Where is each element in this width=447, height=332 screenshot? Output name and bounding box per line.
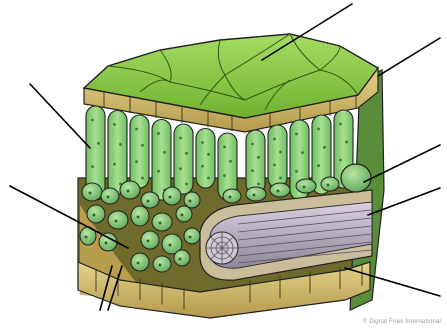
spongy-cell	[87, 205, 105, 223]
spongy-cell	[270, 183, 290, 197]
spongy-cell	[101, 188, 119, 204]
spongy-cell	[152, 213, 172, 231]
spongy-cell	[176, 206, 192, 222]
spongy-cell	[246, 187, 266, 201]
spongy-cell	[108, 211, 128, 229]
spongy-cell	[131, 253, 149, 271]
palisade-cell	[174, 124, 193, 194]
spongy-cell	[223, 189, 241, 203]
spongy-cell	[131, 206, 149, 226]
spongy-cell	[141, 192, 159, 208]
spongy-cell	[82, 183, 102, 201]
spongy-cell	[296, 179, 316, 193]
palisade-cell	[108, 111, 127, 195]
spongy-cell	[321, 177, 339, 191]
spongy-cell	[184, 192, 200, 208]
spongy-cell	[120, 181, 140, 199]
spongy-cell	[99, 233, 117, 251]
right-spongy-cell	[341, 164, 371, 192]
spongy-cell	[141, 231, 159, 249]
palisade-cell	[246, 130, 265, 194]
image-credit: © Digital Fries International	[363, 319, 441, 325]
palisade-cell	[268, 125, 287, 188]
spongy-cell	[153, 256, 171, 272]
spongy-cell	[174, 250, 190, 266]
label-line-upper-epidermis	[378, 38, 440, 76]
spongy-cell	[184, 228, 200, 244]
label-line-palisade	[30, 84, 90, 148]
spongy-cell	[163, 187, 181, 205]
palisade-cell	[196, 129, 215, 189]
palisade-cell	[130, 115, 149, 188]
